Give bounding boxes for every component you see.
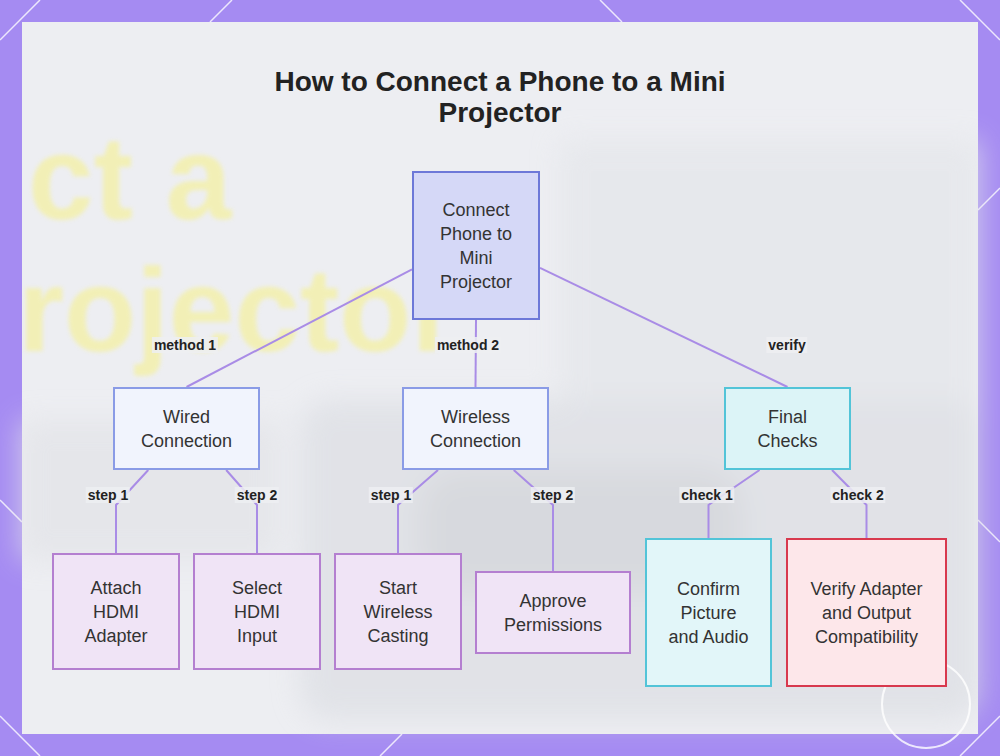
box-label: Approve Permissions [488, 589, 618, 637]
edge-label: step 2 [531, 487, 575, 503]
box-label: Wired Connection [127, 405, 247, 453]
edge-label: check 1 [679, 487, 734, 503]
connector-line [514, 470, 553, 571]
edge-label: step 1 [86, 487, 130, 503]
process-box: Select HDMI Input [193, 553, 321, 670]
connector-line [475, 320, 478, 387]
edge-label: method 2 [435, 337, 501, 353]
edge-label: method 1 [152, 337, 218, 353]
process-box: Attach HDMI Adapter [52, 553, 180, 670]
process-box: Start Wireless Casting [334, 553, 462, 670]
process-box: Final Checks [724, 387, 851, 470]
box-label: Select HDMI Input [212, 576, 302, 648]
edge-label: step 1 [369, 487, 413, 503]
box-label: Start Wireless Casting [348, 576, 448, 648]
connector-line [187, 269, 413, 387]
box-label: Verify Adapter and Output Compatibility [802, 577, 932, 649]
box-label: Connect Phone to Mini Projector [426, 198, 526, 294]
connector-line [832, 470, 867, 538]
process-box: Approve Permissions [475, 571, 631, 654]
process-box: Wireless Connection [402, 387, 549, 470]
connector-line [709, 470, 760, 538]
box-label: Attach HDMI Adapter [68, 576, 164, 648]
connector-line [398, 470, 438, 553]
diagram-title: How to Connect a Phone to a Mini Project… [245, 66, 755, 128]
box-label: Confirm Picture and Audio [667, 577, 751, 649]
process-box: Confirm Picture and Audio [645, 538, 772, 687]
box-label: Wireless Connection [416, 405, 536, 453]
process-box: Verify Adapter and Output Compatibility [786, 538, 947, 687]
process-box: Connect Phone to Mini Projector [412, 171, 540, 320]
connector-line [116, 470, 148, 553]
box-label: Final Checks [748, 405, 828, 453]
background-text: rojector [18, 250, 457, 370]
process-box: Wired Connection [113, 387, 260, 470]
connector-line [540, 268, 788, 387]
background-text: ct a [28, 118, 231, 238]
edge-label: step 2 [235, 487, 279, 503]
edge-label: check 2 [830, 487, 885, 503]
connector-line [226, 470, 257, 553]
edge-label: verify [766, 337, 807, 353]
